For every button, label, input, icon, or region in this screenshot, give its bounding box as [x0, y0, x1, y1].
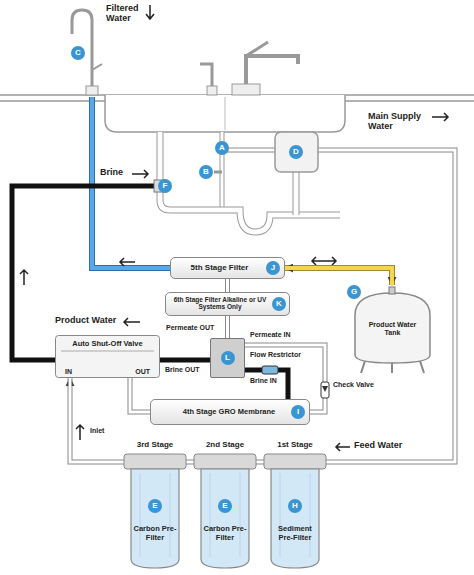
tube-line: [256, 460, 264, 465]
tube-core: [186, 461, 194, 464]
tube-core-group: [130, 378, 150, 412]
tube-core-group: [285, 268, 392, 285]
tube-line: [70, 378, 124, 462]
tube-line: [130, 378, 150, 412]
part-label: Carbon Pre-Filter: [133, 525, 177, 542]
callout-letter: D: [289, 145, 303, 159]
annotation-label: Brine: [100, 168, 123, 178]
annotation-label: Flow Restrictor: [250, 351, 301, 359]
part-label: 4th Stage GRO Membrane: [171, 408, 287, 416]
annotation-label: Main Supply Water: [368, 112, 432, 132]
callout-letter: C: [71, 46, 85, 60]
tube-core-group: [256, 462, 264, 463]
tube-connector: [160, 360, 210, 361]
part-label: 5th Stage Filter: [177, 264, 262, 273]
annotation-label: Product Water: [55, 316, 116, 326]
tube-connector: [186, 462, 194, 463]
callout-letter: H: [288, 499, 302, 513]
tube-connector: [256, 462, 264, 463]
tube-core: [226, 279, 229, 292]
callout-letter: E: [218, 499, 232, 513]
filter-cartridge: 6th Stage Filter Alkaline or UV Systems …: [165, 292, 290, 316]
membrane-housing: 4th Stage GRO Membrane I: [150, 399, 310, 425]
callout-letter: F: [158, 179, 172, 193]
tube-core: [70, 378, 124, 462]
tube-core: [226, 316, 229, 338]
tube-core-group: [70, 378, 124, 462]
tube-core-group: [227, 316, 228, 338]
part-label: Carbon Pre-Filter: [203, 525, 247, 542]
shutoff-valve: Auto Shut-Off ValveIN OUT: [55, 335, 160, 378]
callout-letter: E: [148, 499, 162, 513]
callout-letter: G: [347, 285, 361, 299]
part-label: Product Water Tank: [363, 321, 422, 337]
tube-line: [186, 460, 194, 465]
manifold-block: L: [210, 338, 245, 378]
prefilter-housing: 3rd StageE Carbon Pre-Filter: [124, 437, 186, 570]
tube-line: [160, 358, 210, 363]
part-label: Auto Shut-Off Valve: [57, 339, 158, 348]
part-label: 6th Stage Filter Alkaline or UV Systems …: [171, 297, 269, 311]
callout-letter: A: [215, 141, 229, 155]
callout-letter: K: [272, 297, 286, 311]
tube-connector: [285, 268, 392, 285]
part-label: 2nd Stage: [194, 440, 256, 449]
part-label: OUT: [135, 368, 150, 375]
annotation-label: Brine OUT: [165, 366, 200, 374]
annotation-label: Permeate OUT: [166, 324, 214, 332]
prefilter-housing: 2nd StageE Carbon Pre-Filter: [194, 437, 256, 570]
annotation-label: Check Valve: [333, 381, 374, 389]
tube-connector: [227, 316, 228, 338]
part-label: Sediment Pre-Filter: [273, 525, 317, 542]
tube-line: [225, 316, 230, 338]
filter-cartridge: 5th Stage Filter J: [170, 257, 285, 279]
part-label: 1st Stage: [264, 440, 326, 449]
tube-core: [256, 461, 264, 464]
storage-tank-outline: [345, 285, 440, 373]
tube-core-group: [227, 279, 228, 292]
tube-line: [225, 279, 230, 292]
tube-line: [285, 268, 392, 285]
storage-tank: Product Water Tank G: [345, 285, 440, 373]
annotation-label: Filtered Water: [106, 4, 158, 24]
prefilter-housing: 1st StageH Sediment Pre-Filter: [264, 437, 326, 570]
callout-letter: I: [291, 405, 305, 419]
callout-letter: J: [266, 261, 280, 275]
callout-letter: B: [199, 165, 213, 179]
annotation-label: Feed Water: [354, 441, 402, 451]
annotation-label: Permeate IN: [250, 331, 290, 339]
tube-core: [285, 268, 392, 285]
tube-core: [130, 378, 150, 412]
tube-connector: [227, 279, 228, 292]
annotation-label: Inlet: [90, 427, 104, 435]
tube-connector: [130, 378, 150, 412]
tube-connector: [70, 378, 124, 462]
annotation-label: Brine IN: [250, 377, 277, 385]
callout-letter: L: [221, 351, 235, 365]
part-label: IN: [65, 368, 72, 375]
tube-core-group: [186, 462, 194, 463]
part-label: 3rd Stage: [124, 440, 186, 449]
